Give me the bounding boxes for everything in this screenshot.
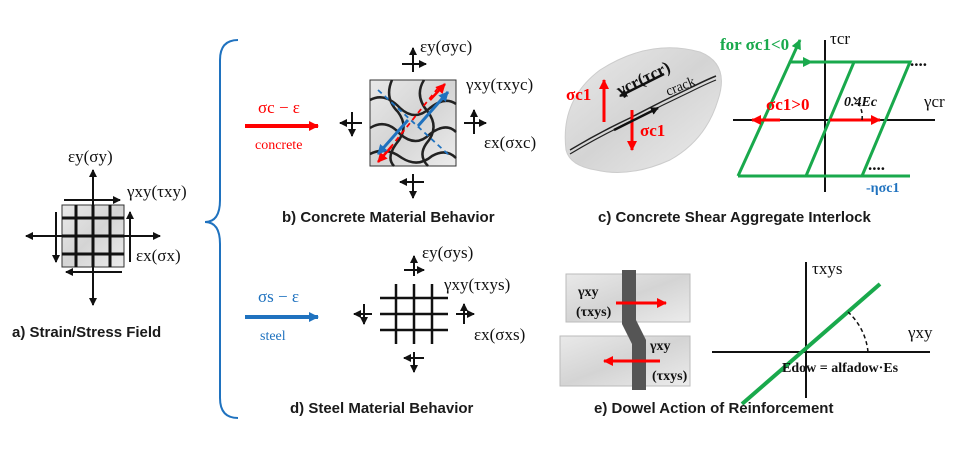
label-for-sigma: for σc1<0: [720, 35, 789, 54]
stress-arrows-b: [339, 47, 487, 199]
caption-b: b) Concrete Material Behavior: [282, 209, 495, 226]
label-ey-a: εy(σy): [68, 147, 113, 166]
label-gamma-cr-axis: γcr: [923, 92, 945, 111]
panel-a-strain-stress-field: εy(σy) γxy(τxy) εx(σx) a) Strain/Stress …: [12, 147, 187, 341]
label-ex-a: εx(σx): [136, 246, 181, 265]
blue-arrow-left: [376, 119, 410, 155]
label-ex-b: εx(σxc): [484, 133, 536, 152]
law-concrete: σc − ε: [258, 98, 300, 117]
label-slope: 0.4Ec: [844, 95, 878, 110]
dots-top: ....: [910, 51, 927, 70]
gamma-arrow-top: [619, 72, 665, 98]
label-gamma-xy-axis: γxy: [907, 323, 933, 342]
label-concrete: concrete: [255, 138, 302, 153]
label-gamma-bottom: γxy: [649, 339, 671, 354]
label-gxy-d: γxy(τxys): [443, 275, 510, 294]
stress-arrows-d: [353, 255, 475, 373]
rebar-grid-a: [62, 205, 124, 267]
label-sigma-c1-bottom: σc1: [640, 121, 665, 140]
green-arrow-up: [788, 39, 802, 63]
panel-c-aggregate-interlock: σc1 σc1 γcr(τcr) crack τcr γcr 0.4Ec for…: [564, 29, 945, 226]
label-tau-top: (τxys): [576, 305, 612, 320]
label-ey-d: εy(σys): [422, 243, 473, 262]
dowel-stiffness-line: [740, 282, 882, 406]
label-neg-eta: -ησc1: [866, 181, 899, 196]
crack-rock: [564, 47, 722, 173]
label-tau-cr-axis: τcr: [830, 29, 850, 48]
gamma-arrow-bottom: [613, 106, 659, 132]
panel-b-concrete-material: σc − ε concrete εy(σyc) γxy(τxyc): [245, 37, 536, 226]
caption-a: a) Strain/Stress Field: [12, 324, 161, 341]
label-gxy-a: γxy(τxy): [126, 182, 187, 201]
curly-brace: [204, 39, 239, 419]
caption-c: c) Concrete Shear Aggregate Interlock: [598, 209, 872, 226]
label-edow: Edow = alfadow·Es: [782, 361, 899, 376]
crack-line: [569, 75, 717, 151]
label-steel: steel: [260, 329, 286, 344]
label-sigma-c1-top: σc1: [566, 85, 591, 104]
label-tau-xys-axis: τxys: [812, 259, 842, 278]
red-arrow-up: [429, 83, 446, 101]
slope-arc-c: [851, 95, 863, 121]
panel-e-dowel-action: γxy (τxys) γxy (τxys) τxys γxy Edow = al…: [559, 259, 933, 417]
label-tau-bottom: (τxys): [652, 369, 688, 384]
label-gxy-b: γxy(τxyc): [465, 75, 533, 94]
blue-arrow-right: [416, 91, 450, 127]
blue-principal-line: [377, 89, 451, 157]
rebar-grid-d: [380, 284, 448, 344]
caption-d: d) Steel Material Behavior: [290, 400, 474, 417]
label-ex-d: εx(σxs): [474, 325, 525, 344]
panel-d-steel-material: σs − ε steel εy(σys) γxy(τxys) εx(σxs) d…: [245, 243, 525, 417]
label-ey-b: εy(σyc): [420, 37, 472, 56]
stress-arrows-a: [25, 169, 161, 306]
law-steel: σs − ε: [258, 287, 299, 306]
slope-arc-e: [847, 311, 869, 353]
caption-e: e) Dowel Action of Reinforcement: [594, 400, 833, 417]
dots-bottom: ....: [868, 155, 885, 174]
label-sigma-gt: σc1>0: [766, 95, 809, 114]
label-gamma-top: γxy: [577, 285, 599, 300]
